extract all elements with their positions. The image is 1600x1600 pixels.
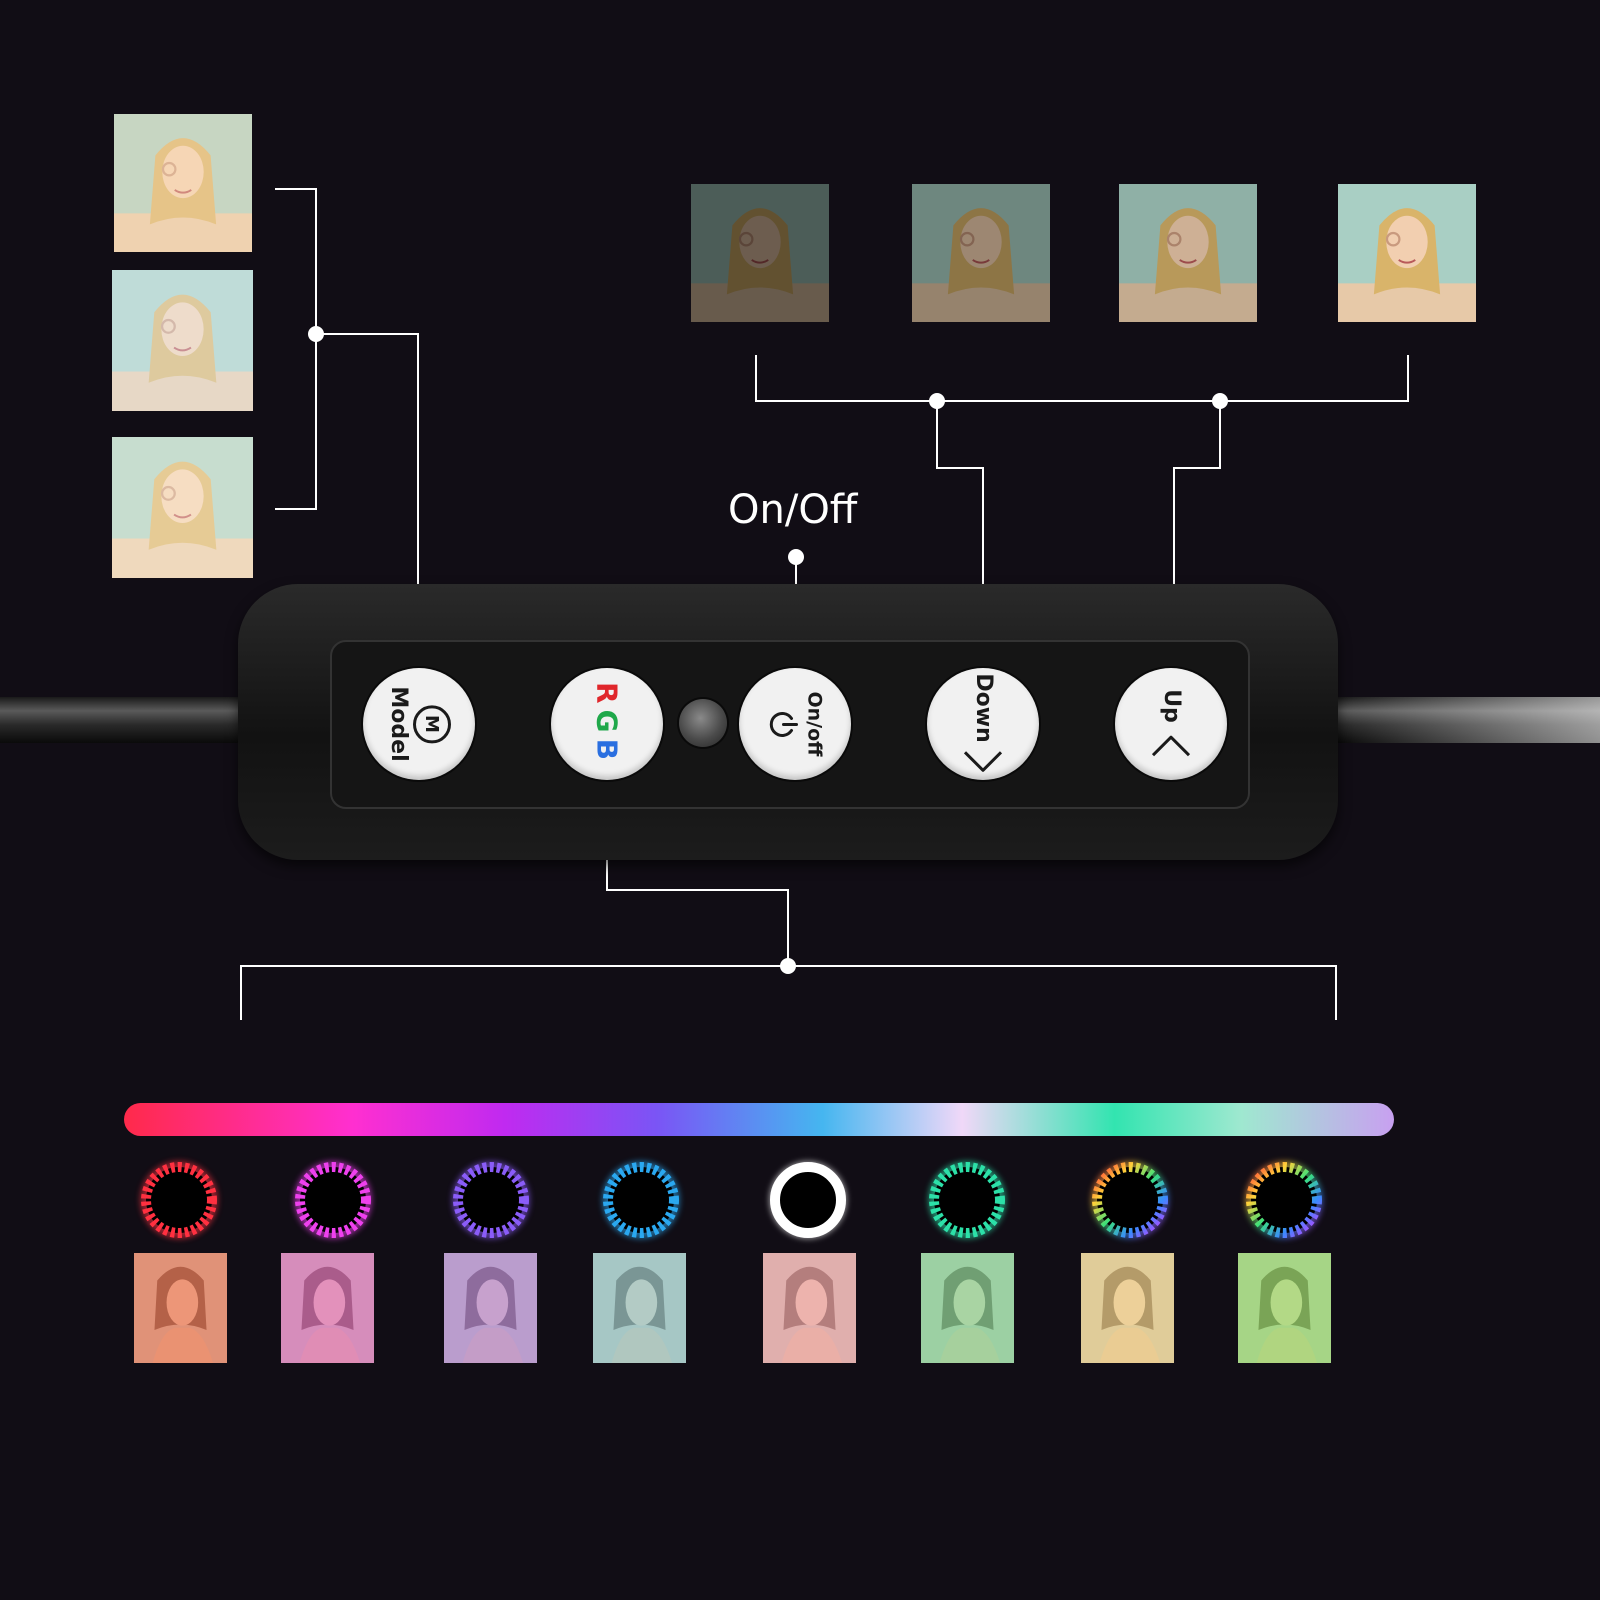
- light-mode-photo-cool: [112, 270, 253, 411]
- ring: [770, 1162, 846, 1238]
- ring-light-icon: [140, 1161, 218, 1239]
- cable-highlight: [1340, 697, 1600, 743]
- down-dot: [929, 393, 945, 409]
- tint-overlay: [1081, 1253, 1174, 1363]
- model-connector: [316, 333, 419, 682]
- light-mode-photo-natural: [112, 437, 253, 578]
- up-button[interactable]: Up: [1115, 668, 1227, 780]
- down-button[interactable]: Down: [927, 668, 1039, 780]
- power-callout: On/Off: [728, 487, 858, 533]
- ring-light-icon: [928, 1161, 1006, 1239]
- down-connector: [936, 401, 984, 655]
- ring-light-row: [140, 1161, 1323, 1239]
- power-label: On/off: [803, 691, 826, 757]
- ring: [1246, 1162, 1322, 1238]
- color-mode-photo: [763, 1253, 856, 1363]
- power-dot: [788, 549, 804, 565]
- tint-overlay: [921, 1253, 1014, 1363]
- brightness-photo-1: [691, 184, 829, 322]
- rgb-dot: [780, 958, 796, 974]
- photo-tint: [114, 114, 252, 252]
- brightness-bracket: [755, 355, 1409, 402]
- tint-overlay: [1238, 1253, 1331, 1363]
- rgb-letter-b: B: [590, 738, 624, 766]
- up-label: Up: [1159, 689, 1184, 723]
- color-mode-photo: [921, 1253, 1014, 1363]
- power-icon: [769, 711, 798, 737]
- ring-light-icon: [294, 1161, 372, 1239]
- rgb-button[interactable]: R G B: [551, 668, 663, 780]
- model-bracket: [275, 188, 317, 510]
- ir-sensor-icon: [679, 699, 727, 747]
- brightness-photo-2: [912, 184, 1050, 322]
- brightness-dim: [912, 184, 1050, 322]
- up-connector: [1173, 401, 1221, 655]
- ring: [603, 1162, 679, 1238]
- ring: [141, 1162, 217, 1238]
- ring-light-icon: [769, 1161, 847, 1239]
- ring-light-icon: [602, 1161, 680, 1239]
- ring: [453, 1162, 529, 1238]
- light-mode-photo-warm: [114, 114, 252, 252]
- tint-overlay: [281, 1253, 374, 1363]
- ring-light-icon: [1245, 1161, 1323, 1239]
- m-circle-icon: M: [413, 705, 451, 743]
- ring-light-icon: [452, 1161, 530, 1239]
- brightness-dim: [1119, 184, 1257, 322]
- up-dot: [1212, 393, 1228, 409]
- power-button[interactable]: On/off: [739, 668, 851, 780]
- color-mode-photo: [134, 1253, 227, 1363]
- ring: [1092, 1162, 1168, 1238]
- rgb-letter-r: R: [590, 682, 624, 710]
- model-dot: [308, 326, 324, 342]
- model-label: Model: [386, 686, 411, 762]
- tint-overlay: [444, 1253, 537, 1363]
- chevron-down-icon: [963, 751, 1003, 773]
- tint-overlay: [763, 1253, 856, 1363]
- ring: [295, 1162, 371, 1238]
- color-mode-photo: [1081, 1253, 1174, 1363]
- color-bracket: [240, 965, 1337, 1020]
- color-mode-photo: [1238, 1253, 1331, 1363]
- tint-overlay: [134, 1253, 227, 1363]
- color-mode-photo: [444, 1253, 537, 1363]
- color-spectrum-bar: [124, 1103, 1394, 1136]
- color-mode-photo: [593, 1253, 686, 1363]
- m-icon-letter: M: [421, 715, 443, 733]
- rgb-letter-g: G: [590, 709, 624, 739]
- model-button[interactable]: M Model: [363, 668, 475, 780]
- ring: [929, 1162, 1005, 1238]
- color-mode-photo: [281, 1253, 374, 1363]
- ring-light-icon: [1091, 1161, 1169, 1239]
- photo-tint: [112, 437, 253, 578]
- tint-overlay: [593, 1253, 686, 1363]
- photo-tint: [112, 270, 253, 411]
- brightness-photo-3: [1119, 184, 1257, 322]
- down-label: Down: [971, 673, 996, 743]
- chevron-up-icon: [1151, 735, 1191, 756]
- brightness-dim: [691, 184, 829, 322]
- brightness-photo-4: [1338, 184, 1476, 322]
